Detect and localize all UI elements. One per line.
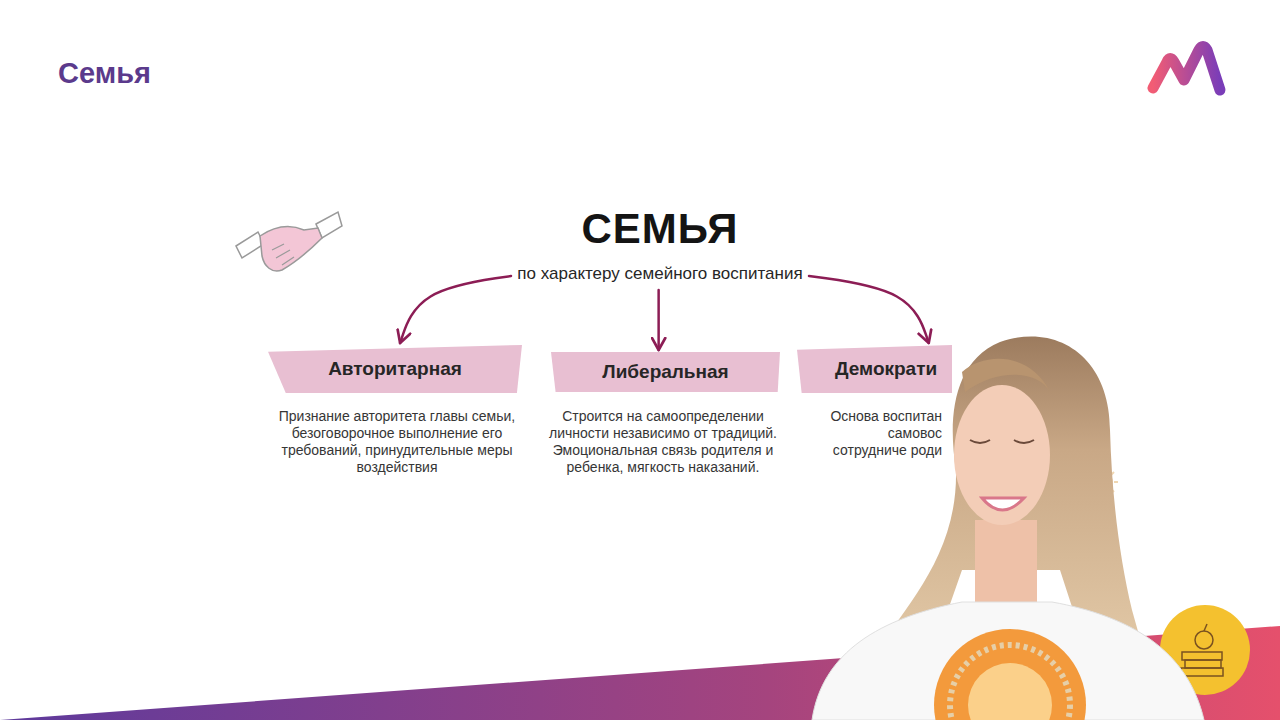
print-center (968, 663, 1052, 720)
category-band: Либеральная (551, 352, 780, 392)
category-node: ДемократиОснова воспитан самовос сотрудн… (797, 345, 952, 459)
slide-title: Семья (58, 56, 151, 90)
curved-arrow (400, 276, 511, 343)
heading-text: СЕМЬЯ (517, 206, 803, 252)
band-fill (797, 345, 952, 393)
hand-shape (260, 227, 322, 271)
category-title: Демократи (797, 345, 952, 393)
finger-lines (272, 244, 294, 265)
subheading-text: по характеру семейного воспитания (517, 264, 803, 284)
description-text: Основа воспитан самовос сотрудниче роди (812, 408, 942, 459)
smile-shape (982, 498, 1024, 510)
heading-node: СЕМЬЯ по характеру семейного воспитания (517, 206, 803, 284)
description-text: Строится на самоопределении личности нез… (543, 408, 783, 476)
heading-underline (580, 254, 742, 257)
apple-shape (1195, 631, 1213, 649)
closed-eyes (970, 440, 1034, 443)
print-circle (934, 629, 1086, 720)
category-node: АвторитарнаяПризнание авторитета главы с… (268, 345, 522, 476)
apple-stem (1204, 624, 1207, 631)
description-text: Признание авторитета главы семьи, безого… (277, 408, 517, 476)
face-shape (954, 385, 1050, 525)
category-band: Демократи (797, 345, 952, 393)
handshake-icon (236, 212, 342, 271)
neck-shape (975, 520, 1037, 610)
curved-arrow (657, 290, 660, 350)
book-shape (1182, 652, 1222, 660)
print-ring (950, 645, 1070, 720)
presenter-figure (812, 337, 1204, 720)
brand-logo (1153, 47, 1220, 91)
fringe-shape (962, 359, 1050, 392)
band-fill (551, 352, 780, 392)
category-node: ЛиберальнаяСтроится на самоопределении л… (551, 352, 783, 476)
category-band: Авторитарная (268, 345, 522, 393)
category-title: Либеральная (551, 352, 780, 392)
book-shape (1185, 660, 1221, 668)
category-title: Авторитарная (268, 345, 522, 393)
band-fill (268, 345, 522, 393)
curved-arrow (809, 276, 929, 343)
book-shape (1181, 668, 1223, 676)
